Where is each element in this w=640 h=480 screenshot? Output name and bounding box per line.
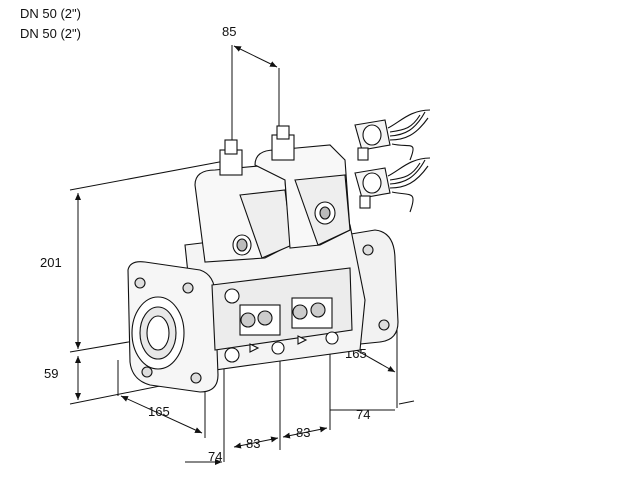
cable-connector-1	[354, 109, 431, 161]
left-flange	[127, 261, 219, 393]
dim-offset-left: 74	[208, 449, 222, 464]
size-label-2: DN 50 (2")	[20, 26, 81, 41]
dim-spacing-b: 83	[296, 425, 310, 440]
cable-connector-2	[354, 157, 431, 213]
solenoid-coil-1	[194, 139, 293, 263]
size-label-1: DN 50 (2")	[20, 6, 81, 21]
solenoid-coil-2	[254, 125, 351, 249]
dim-axis-height: 59	[44, 366, 58, 381]
dim-spacing-a: 83	[246, 436, 260, 451]
dim-offset-right: 74	[356, 407, 370, 422]
dim-height: 201	[40, 255, 62, 270]
valve-assembly	[127, 125, 399, 393]
dim-top-width: 85	[222, 24, 236, 39]
control-modules	[211, 267, 353, 363]
dim-flange-left: 165	[148, 404, 170, 419]
